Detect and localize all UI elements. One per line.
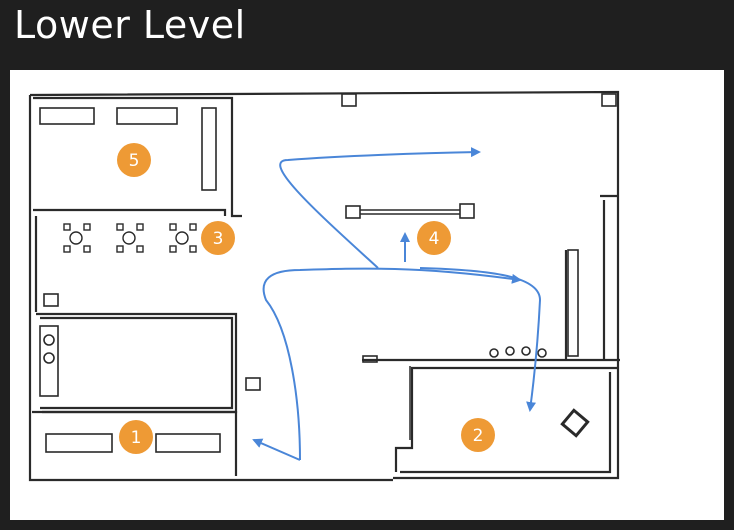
svg-text:4: 4 xyxy=(429,229,440,249)
svg-text:3: 3 xyxy=(213,229,224,249)
marker-5[interactable]: 5 xyxy=(117,143,151,177)
header-bar: Lower Level xyxy=(0,0,734,66)
page-title: Lower Level xyxy=(14,3,246,47)
marker-2[interactable]: 2 xyxy=(461,418,495,452)
marker-1[interactable]: 1 xyxy=(119,420,153,454)
svg-text:5: 5 xyxy=(129,151,140,171)
location-markers: 1 2 3 4 5 xyxy=(117,143,495,454)
marker-4[interactable]: 4 xyxy=(417,221,451,255)
route-arrows xyxy=(252,147,542,461)
route-to-2 xyxy=(419,267,542,412)
svg-text:2: 2 xyxy=(473,426,484,446)
svg-text:1: 1 xyxy=(131,428,142,448)
route-to-1 xyxy=(252,438,301,461)
marker-3[interactable]: 3 xyxy=(201,221,235,255)
fixtures xyxy=(39,93,617,453)
walls xyxy=(28,90,620,482)
route-to-top xyxy=(279,147,481,269)
route-main-right xyxy=(262,267,522,461)
